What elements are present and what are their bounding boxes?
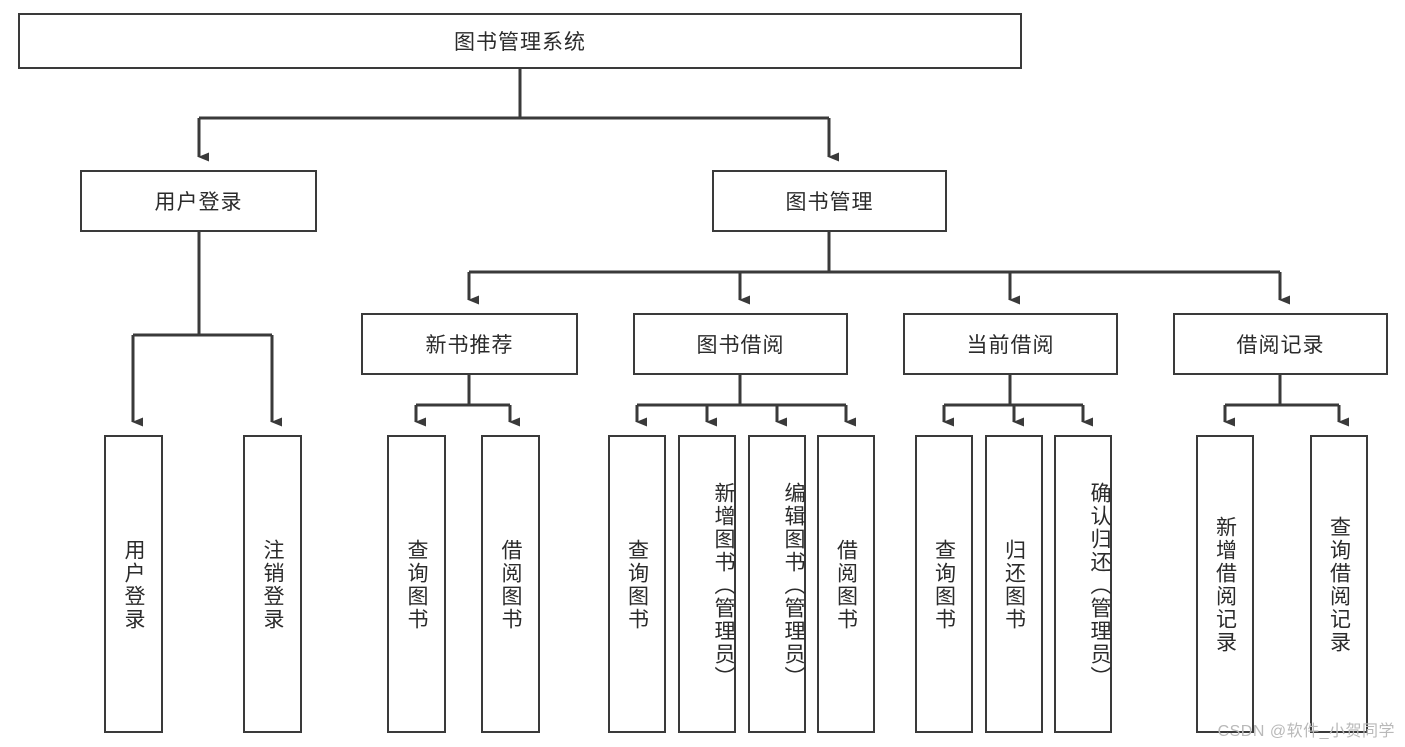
node-leaf-return-book[interactable]: 归还图书 (985, 435, 1043, 733)
node-leaf-edit-book-admin[interactable]: 编辑图书（管理员） (748, 435, 806, 733)
node-leaf-query-book-current[interactable]: 查询图书 (915, 435, 973, 733)
node-leaf-logout[interactable]: 注销登录 (243, 435, 302, 733)
node-borrow-record[interactable]: 借阅记录 (1173, 313, 1388, 375)
node-new-book-recommend[interactable]: 新书推荐 (361, 313, 578, 375)
node-leaf-add-book-admin[interactable]: 新增图书（管理员） (678, 435, 736, 733)
node-leaf-query-book-recommend[interactable]: 查询图书 (387, 435, 446, 733)
node-book-borrow[interactable]: 图书借阅 (633, 313, 848, 375)
node-leaf-user-login[interactable]: 用户登录 (104, 435, 163, 733)
node-root-system[interactable]: 图书管理系统 (18, 13, 1022, 69)
node-user-login[interactable]: 用户登录 (80, 170, 317, 232)
node-current-borrow[interactable]: 当前借阅 (903, 313, 1118, 375)
node-leaf-add-borrow-record[interactable]: 新增借阅记录 (1196, 435, 1254, 733)
node-leaf-borrow-book[interactable]: 借阅图书 (817, 435, 875, 733)
node-leaf-query-book[interactable]: 查询图书 (608, 435, 666, 733)
node-book-manage[interactable]: 图书管理 (712, 170, 947, 232)
watermark: CSDN @软件_小贺同学 (1217, 723, 1395, 740)
node-leaf-confirm-return-admin[interactable]: 确认归还（管理员） (1054, 435, 1112, 733)
node-leaf-borrow-book-recommend[interactable]: 借阅图书 (481, 435, 540, 733)
node-leaf-query-borrow-record[interactable]: 查询借阅记录 (1310, 435, 1368, 733)
